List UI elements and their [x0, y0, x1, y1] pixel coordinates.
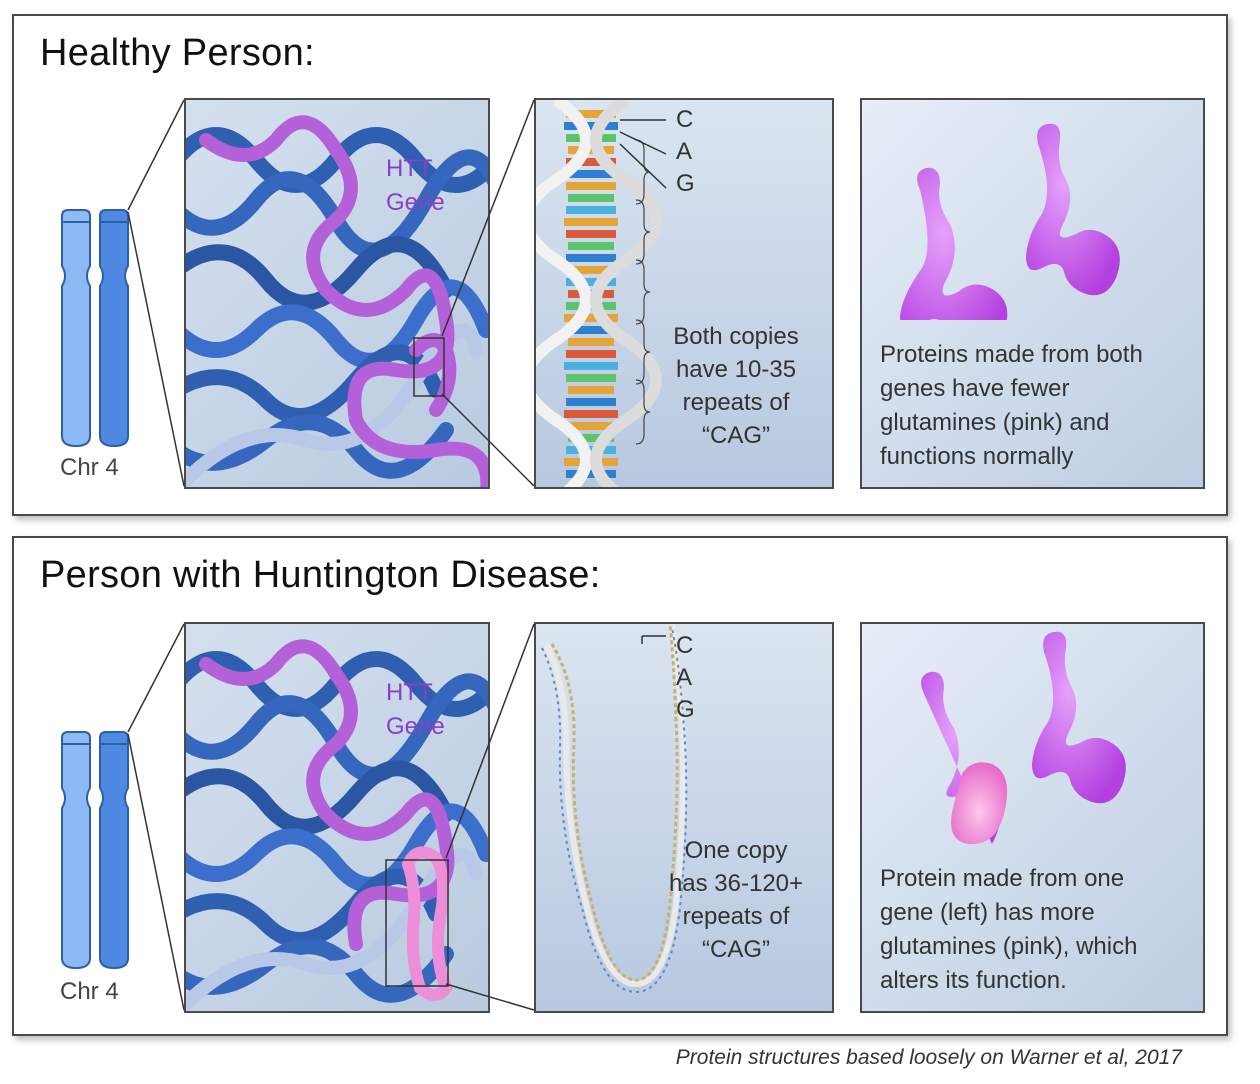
huntington-disease-section: Person with Huntington Disease: Chr 4 HT… — [12, 536, 1228, 1036]
repeat-text-line: “CAG” — [702, 422, 770, 449]
section-title: Healthy Person: — [40, 32, 315, 74]
repeat-text-line: have 10-35 — [675, 356, 797, 383]
repeat-text-line: repeats of — [682, 903, 790, 930]
base-g: G — [676, 696, 695, 723]
protein-text-line: alters its function. — [880, 967, 1067, 994]
repeat-text-line: Both copies — [673, 323, 799, 350]
base-labels: C A G — [676, 104, 695, 200]
zoom-connector-lines — [127, 99, 535, 487]
zoom-connector-lines — [127, 623, 535, 1011]
base-g: G — [676, 170, 695, 197]
protein-molecule-icon — [921, 631, 1126, 845]
dna-chromatin-illustration — [186, 115, 488, 487]
base-a: A — [676, 138, 693, 165]
helix-panel: C A G Both copies have 10-35 repeats of … — [534, 98, 834, 489]
protein-text-line: Proteins made from both — [880, 341, 1143, 368]
protein-panel: Protein made from one gene (left) has mo… — [860, 622, 1205, 1013]
gene-label-htt: HTT — [386, 155, 433, 182]
base-a: A — [676, 664, 693, 691]
chromosome-label: Chr 4 — [60, 978, 119, 1005]
chromosome-label: Chr 4 — [60, 454, 119, 481]
base-c: C — [676, 106, 694, 133]
protein-panel: Proteins made from both genes have fewer… — [860, 98, 1205, 489]
protein-description: Proteins made from both genes have fewer… — [880, 338, 1200, 474]
chromatin-panel: HTT Gene — [184, 98, 490, 489]
repeat-text-line: One copy — [684, 837, 788, 864]
protein-molecule-icon — [900, 123, 1120, 320]
dna-chromatin-illustration — [186, 639, 488, 1011]
gene-label-gene: Gene — [386, 713, 445, 740]
helix-panel: C A G One copy has 36-120+ repeats of “C… — [534, 622, 834, 1013]
base-labels: C A G — [676, 630, 695, 726]
protein-text-line: gene (left) has more — [880, 899, 1095, 926]
healthy-person-section: Healthy Person: Chr 4 HTT Gene — [12, 14, 1228, 516]
chromosome-icon — [61, 209, 129, 448]
repeat-text-line: repeats of — [682, 389, 790, 416]
repeat-description: Both copies have 10-35 repeats of “CAG” — [646, 320, 826, 452]
gene-label: HTT Gene — [386, 676, 445, 744]
double-helix-illustration — [536, 100, 667, 487]
gene-label: HTT Gene — [386, 152, 445, 220]
double-helix-illustration — [541, 624, 688, 994]
repeat-text-line: has 36-120+ — [668, 870, 804, 897]
protein-text-line: glutamines (pink), which — [880, 933, 1138, 960]
source-caption: Protein structures based loosely on Warn… — [675, 1046, 1182, 1069]
gene-label-gene: Gene — [386, 189, 445, 216]
chromosome-icon — [61, 731, 129, 970]
section-title: Person with Huntington Disease: — [40, 554, 601, 596]
gene-label-htt: HTT — [386, 679, 433, 706]
protein-text-line: Protein made from one — [880, 865, 1125, 892]
repeat-text-line: “CAG” — [702, 936, 770, 963]
base-c: C — [676, 632, 694, 659]
protein-text-line: functions normally — [880, 443, 1074, 470]
repeat-description: One copy has 36-120+ repeats of “CAG” — [646, 834, 826, 966]
chromatin-panel: HTT Gene — [184, 622, 490, 1013]
protein-text-line: glutamines (pink) and — [880, 409, 1110, 436]
protein-text-line: genes have fewer — [880, 375, 1070, 402]
protein-description: Protein made from one gene (left) has mo… — [880, 862, 1200, 998]
